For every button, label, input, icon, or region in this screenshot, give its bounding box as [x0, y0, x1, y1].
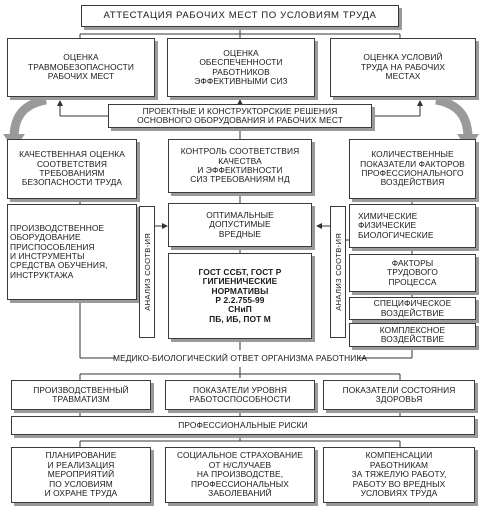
labor-process-box: ФАКТОРЫ ТРУДОВОГО ПРОЦЕССА	[349, 254, 476, 292]
analysis-bar-right: АНАЛИЗ СООТВ-ИЯ	[330, 206, 346, 338]
planning-measures-box: ПЛАНИРОВАНИЕ И РЕАЛИЗАЦИЯ МЕРОПРИЯТИЙ ПО…	[11, 447, 151, 503]
curved-arrow-right	[434, 95, 473, 139]
performance-indicators-box: ПОКАЗАТЕЛИ УРОВНЯ РАБОТОСПОСОБНОСТИ	[165, 380, 315, 410]
social-insurance-box: СОЦИАЛЬНОЕ СТРАХОВАНИЕ ОТ Н/СЛУЧАЕВ НА П…	[165, 447, 315, 503]
assessment-injury-safety-box: ОЦЕНКА ТРАВМОБЕЗОПАСНОСТИ РАБОЧИХ МЕСТ	[7, 38, 155, 97]
health-indicators-box: ПОКАЗАТЕЛИ СОСТОЯНИЯ ЗДОРОВЬЯ	[323, 380, 475, 410]
optimal-permissible-box: ОПТИМАЛЬНЫЕ ДОПУСТИМЫЕ ВРЕДНЫЕ	[168, 203, 312, 247]
assessment-conditions-box: ОЦЕНКА УСЛОВИЙ ТРУДА НА РАБОЧИХ МЕСТАХ	[330, 38, 476, 97]
professional-risks-box: ПРОФЕССИОНАЛЬНЫЕ РИСКИ	[11, 416, 475, 435]
standards-box: ГОСТ ССБТ, ГОСТ Р ГИГИЕНИЧЕСКИЕ НОРМАТИВ…	[168, 253, 312, 339]
injury-rate-box: ПРОИЗВОДСТВЕННЫЙ ТРАВМАТИЗМ	[11, 380, 151, 410]
diagram-title: АТТЕСТАЦИЯ РАБОЧИХ МЕСТ ПО УСЛОВИЯМ ТРУД…	[81, 5, 399, 27]
analysis-label-left: АНАЛИЗ СООТВ-ИЯ	[142, 233, 152, 311]
medical-response-box: МЕДИКО-БИОЛОГИЧЕСКИЙ ОТВЕТ ОРГАНИЗМА РАБ…	[113, 352, 367, 363]
analysis-bar-left: АНАЛИЗ СООТВ-ИЯ	[139, 206, 155, 338]
equipment-box: ПРОИЗВОДСТВЕННОЕ ОБОРУДОВАНИЕ ПРИСПОСОБЛ…	[7, 204, 137, 300]
design-solutions-box: ПРОЕКТНЫЕ И КОНСТРУКТОРСКИЕ РЕШЕНИЯ ОСНО…	[108, 104, 372, 128]
ppe-control-box: КОНТРОЛЬ СООТВЕТСТВИЯ КАЧЕСТВА И ЭФФЕКТИ…	[168, 139, 312, 193]
qualitative-assessment-box: КАЧЕСТВЕННАЯ ОЦЕНКА СООТВЕТСТВИЯ ТРЕБОВА…	[7, 139, 137, 199]
assessment-ppe-box: ОЦЕНКА ОБЕСПЕЧЕННОСТИ РАБОТНИКОВ ЭФФЕКТИ…	[167, 38, 315, 97]
specific-effect-box: СПЕЦИФИЧЕСКОЕ ВОЗДЕЙСТВИЕ	[349, 297, 476, 320]
complex-effect-box: КОМПЛЕКСНОЕ ВОЗДЕЙСТВИЕ	[349, 323, 476, 347]
chemical-physical-biological-box: ХИМИЧЕСКИЕ ФИЗИЧЕСКИЕ БИОЛОГИЧЕСКИЕ	[349, 204, 476, 248]
curved-arrow-left	[9, 95, 48, 139]
quantitative-factors-box: КОЛИЧЕСТВЕННЫЕ ПОКАЗАТЕЛИ ФАКТОРОВ ПРОФЕ…	[349, 139, 476, 199]
compensation-box: КОМПЕНСАЦИИ РАБОТНИКАМ ЗА ТЯЖЕЛУЮ РАБОТУ…	[323, 447, 475, 503]
analysis-label-right: АНАЛИЗ СООТВ-ИЯ	[333, 233, 343, 311]
